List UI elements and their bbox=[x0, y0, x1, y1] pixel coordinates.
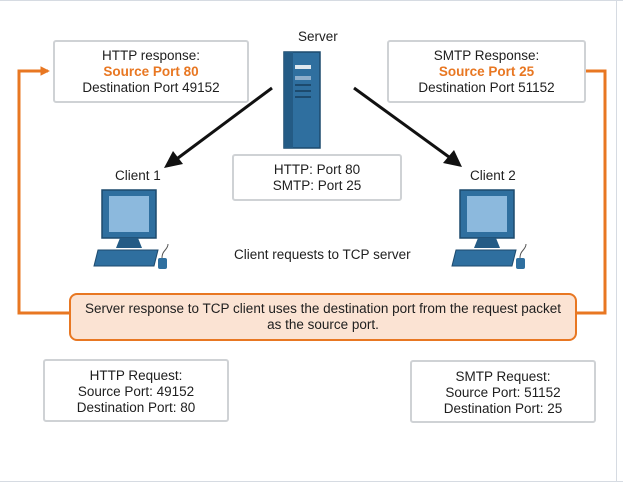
http-response-destination-port: Destination Port 49152 bbox=[82, 80, 220, 95]
http-response-source-port: Source Port 80 bbox=[103, 64, 199, 79]
server-port-http: HTTP: Port 80 bbox=[273, 162, 361, 177]
smtp-response-box: SMTP Response: Source Port 25 Destinatio… bbox=[387, 40, 586, 103]
frame-top-border bbox=[0, 0, 623, 1]
http-response-title: HTTP response: bbox=[101, 48, 201, 63]
server-icon bbox=[282, 50, 322, 150]
http-response-box: HTTP response: Source Port 80 Destinatio… bbox=[53, 40, 249, 103]
frame-right-border bbox=[616, 0, 617, 482]
http-request-title: HTTP Request: bbox=[89, 368, 183, 383]
server-label: Server bbox=[298, 29, 338, 44]
smtp-request-box: SMTP Request: Source Port: 51152 Destina… bbox=[410, 360, 596, 423]
server-ports-box: HTTP: Port 80 SMTP: Port 25 bbox=[232, 154, 402, 201]
http-request-source-port: Source Port: 49152 bbox=[77, 384, 195, 399]
arrow-server-to-client1 bbox=[164, 86, 273, 168]
client2-label: Client 2 bbox=[470, 168, 516, 183]
request-caption: Client requests to TCP server bbox=[234, 247, 411, 262]
smtp-request-destination-port: Destination Port: 25 bbox=[443, 401, 563, 416]
client1-label: Client 1 bbox=[115, 168, 161, 183]
arrow-server-to-client2 bbox=[353, 86, 462, 167]
smtp-request-title: SMTP Request: bbox=[455, 369, 551, 384]
client2-computer-icon bbox=[450, 186, 534, 274]
server-response-note: Server response to TCP client uses the d… bbox=[69, 293, 577, 341]
smtp-request-source-port: Source Port: 51152 bbox=[445, 385, 561, 400]
http-request-destination-port: Destination Port: 80 bbox=[76, 400, 196, 415]
smtp-response-title: SMTP Response: bbox=[433, 48, 540, 63]
server-port-smtp: SMTP: Port 25 bbox=[272, 178, 362, 193]
smtp-response-destination-port: Destination Port 51152 bbox=[418, 80, 555, 95]
http-response-return-path bbox=[17, 66, 69, 315]
smtp-response-return-path bbox=[576, 66, 607, 315]
client1-computer-icon bbox=[92, 186, 176, 274]
smtp-response-source-port: Source Port 25 bbox=[438, 64, 535, 79]
frame-bottom-border bbox=[0, 481, 623, 482]
http-request-box: HTTP Request: Source Port: 49152 Destina… bbox=[43, 359, 229, 422]
